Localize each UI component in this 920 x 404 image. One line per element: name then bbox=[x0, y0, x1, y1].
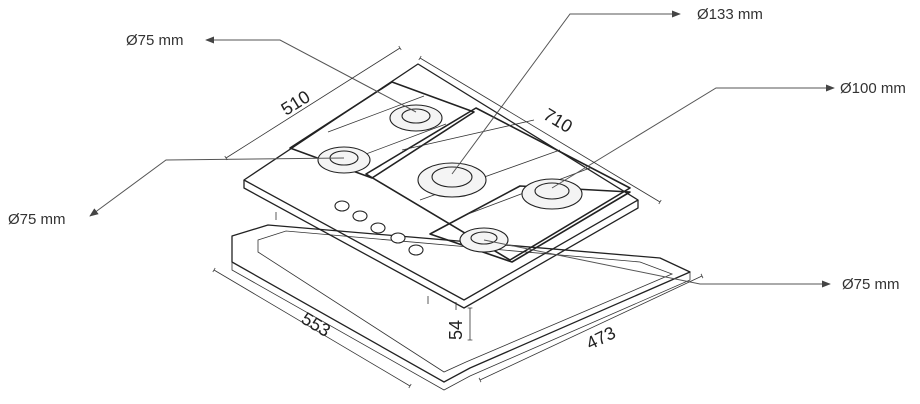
label-left: Ø75 mm bbox=[8, 211, 66, 228]
control-knobs bbox=[334, 200, 424, 256]
label-right: Ø100 mm bbox=[840, 80, 906, 97]
dimension-height: 54 bbox=[446, 320, 466, 340]
label-top-left: Ø75 mm bbox=[126, 32, 184, 49]
dimension-cutout-width: 553 bbox=[298, 308, 334, 341]
label-bottom-right: Ø75 mm bbox=[842, 276, 900, 293]
dimension-width: 710 bbox=[540, 104, 576, 137]
dimension-cutout-depth: 473 bbox=[583, 322, 619, 353]
worktop-cutout bbox=[231, 224, 691, 391]
dimension-lines bbox=[212, 45, 704, 389]
dimension-depth: 510 bbox=[278, 87, 314, 120]
label-top-center: Ø133 mm bbox=[697, 6, 763, 23]
